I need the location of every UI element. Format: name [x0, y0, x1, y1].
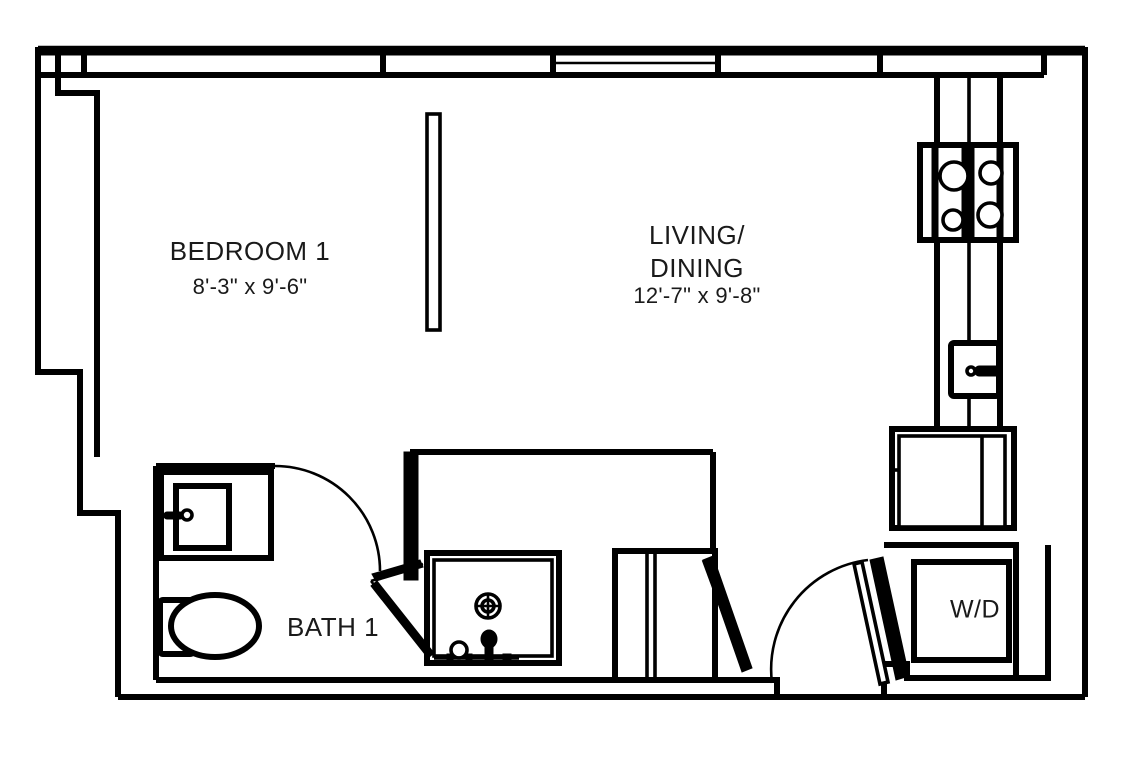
- washer-dryer-closet: [884, 542, 1051, 681]
- bath-1-label: BATH 1: [287, 612, 379, 642]
- closet-base-wall: [715, 677, 780, 697]
- bath-door-swing: [274, 464, 435, 659]
- cooktop-right-band: [996, 147, 1004, 238]
- living-dining-label-line2: DINING: [650, 253, 744, 283]
- cooktop-left-band: [931, 147, 939, 238]
- entry-door: [769, 556, 910, 697]
- shower: [424, 550, 562, 666]
- entry-door-leaf-thick: [869, 556, 910, 681]
- burner-front-left: [938, 160, 970, 192]
- burner-rear-left: [941, 208, 965, 232]
- refrigerator-inner: [897, 434, 1007, 529]
- entry-door-leaf-thin: [851, 559, 891, 687]
- vanity-faucet: [163, 511, 184, 520]
- toilet: [157, 592, 262, 660]
- entry-door-arc: [769, 558, 869, 684]
- closet-box: [612, 548, 718, 683]
- shower-fitting-c: [502, 653, 512, 663]
- exterior-walls: [35, 45, 1088, 700]
- burner-front-right: [978, 160, 1004, 186]
- wd-appliance-box: [911, 559, 1012, 663]
- shower-valve-stem: [484, 644, 494, 663]
- closet: [612, 548, 780, 697]
- interior-wall-left-return: [55, 51, 100, 457]
- closet-door-edge: [701, 559, 746, 672]
- bedroom-1-label: BEDROOM 1: [170, 236, 331, 266]
- living-dining-dimensions: 12'-7" x 9'-8": [633, 283, 760, 308]
- bath-door-arc: [274, 464, 382, 572]
- bath-door-edges: [369, 562, 432, 656]
- shower-fitting-a: [446, 653, 454, 663]
- bedroom-partition: [425, 112, 442, 332]
- window-band: [81, 51, 1047, 75]
- toilet-bowl: [168, 592, 262, 660]
- living-dining-label-line1: LIVING/: [649, 220, 745, 250]
- burner-rear-right: [976, 201, 1004, 229]
- closet-door-leaf: [702, 555, 753, 673]
- bathroom-vanity: [158, 469, 274, 561]
- wd-closet-outer-wall: [1016, 545, 1051, 681]
- bedroom-partition-wall: [425, 112, 442, 332]
- shower-fitting-b: [465, 653, 473, 663]
- bedroom-1-dimensions: 8'-3" x 9'-6": [193, 274, 308, 299]
- cooktop: [917, 142, 1019, 243]
- kitchen-sink-drain: [965, 365, 977, 377]
- kitchen-faucet: [974, 365, 1003, 377]
- wd-closet-walls: [884, 542, 1019, 681]
- exterior-wall-left: [35, 47, 121, 697]
- refrigerator: [889, 426, 1017, 531]
- kitchen-sink: [948, 340, 1003, 399]
- room-labels: BEDROOM 1 8'-3" x 9'-6" LIVING/ DINING 1…: [170, 220, 1000, 642]
- washer-dryer-label: W/D: [950, 596, 1000, 624]
- shower-drain-cross: [476, 594, 500, 618]
